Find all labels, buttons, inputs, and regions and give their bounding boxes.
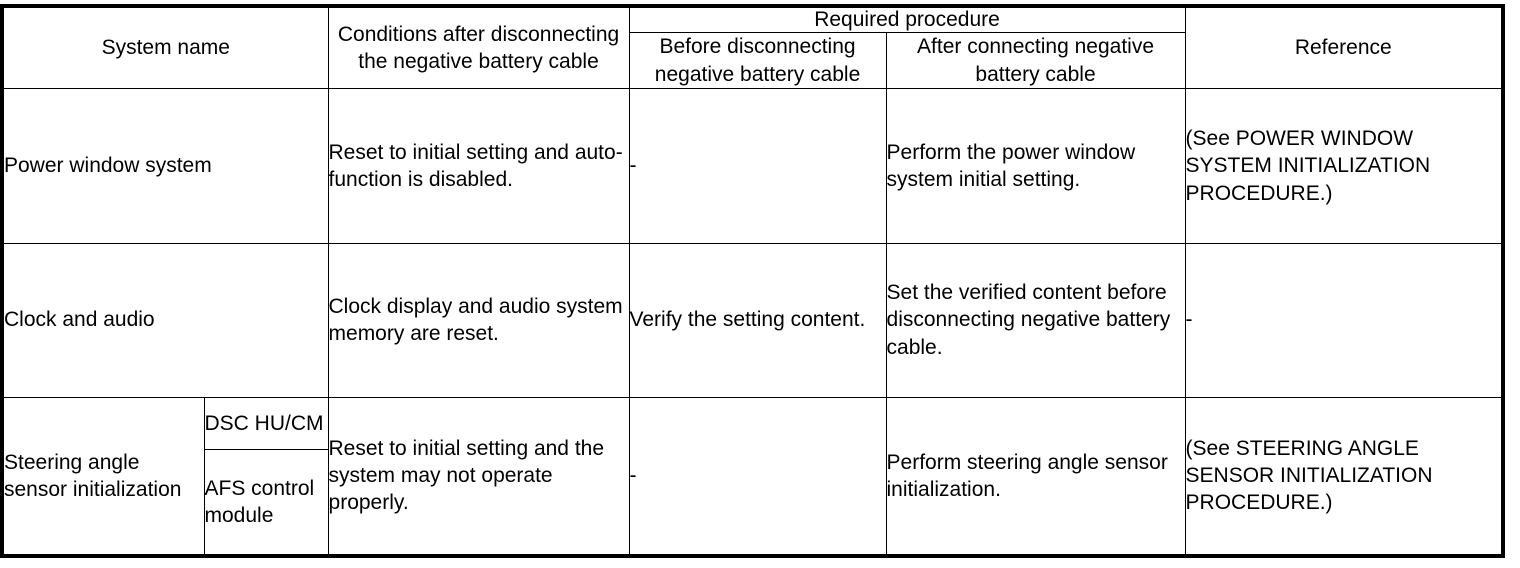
table-row: Clock and audio Clock display and audio … [1,242,1504,398]
cell-after-power-window: Perform the power window system initial … [885,88,1186,244]
cell-system-name-clock-audio: Clock and audio [1,242,329,398]
cell-subsystem-dsc-hu-cm: DSC HU/CM [203,396,329,451]
header-system-name: System name [1,5,329,90]
table-row: AFS control module [2,449,1503,557]
header-reference: Reference [1184,5,1504,90]
header-row-top: System name Conditions after disconnecti… [1,5,1504,90]
cell-subsystem-afs-control-module: AFS control module [203,449,329,557]
cell-after-steering-angle-sensor: Perform steering angle sensor initializa… [885,396,1186,557]
header-before-disconnecting: Before disconnecting negative battery ca… [628,31,887,90]
header-conditions-after-disconnecting: Conditions after disconnecting the negat… [327,5,630,90]
header-row-sub: Before disconnecting negative battery ca… [2,31,1503,90]
table-row: Power window system Reset to initial set… [1,88,1504,244]
cell-conditions-power-window: Reset to initial setting and auto-functi… [327,88,630,244]
table-row: Steering angle sensor initialization DSC… [1,396,1504,557]
cell-before-clock-audio: Verify the setting content. [628,242,887,398]
cell-system-name-power-window: Power window system [1,88,329,244]
cell-conditions-steering-angle-sensor: Reset to initial setting and the system … [327,396,630,557]
table-header: System name Conditions after disconnecti… [1,5,1504,90]
table-body: Power window system Reset to initial set… [1,88,1504,557]
header-required-procedure: Required procedure [628,5,1186,33]
cell-reference-power-window: (See POWER WINDOW SYSTEM INITIALIZATION … [1184,88,1504,244]
header-after-connecting: After connecting negative battery cable [885,31,1186,90]
cell-before-power-window: - [628,88,887,244]
spec-table-container: System name Conditions after disconnecti… [0,4,1506,558]
cell-reference-steering-angle-sensor: (See STEERING ANGLE SENSOR INITIALIZATIO… [1184,396,1504,557]
cell-reference-clock-audio: - [1184,242,1504,398]
cell-after-clock-audio: Set the verified content before disconne… [885,242,1186,398]
cell-conditions-clock-audio: Clock display and audio system memory ar… [327,242,630,398]
battery-disconnect-spec-table: System name Conditions after disconnecti… [0,4,1506,558]
cell-system-name-steering-angle-sensor: Steering angle sensor initialization [1,396,205,557]
cell-before-steering-angle-sensor: - [628,396,887,557]
